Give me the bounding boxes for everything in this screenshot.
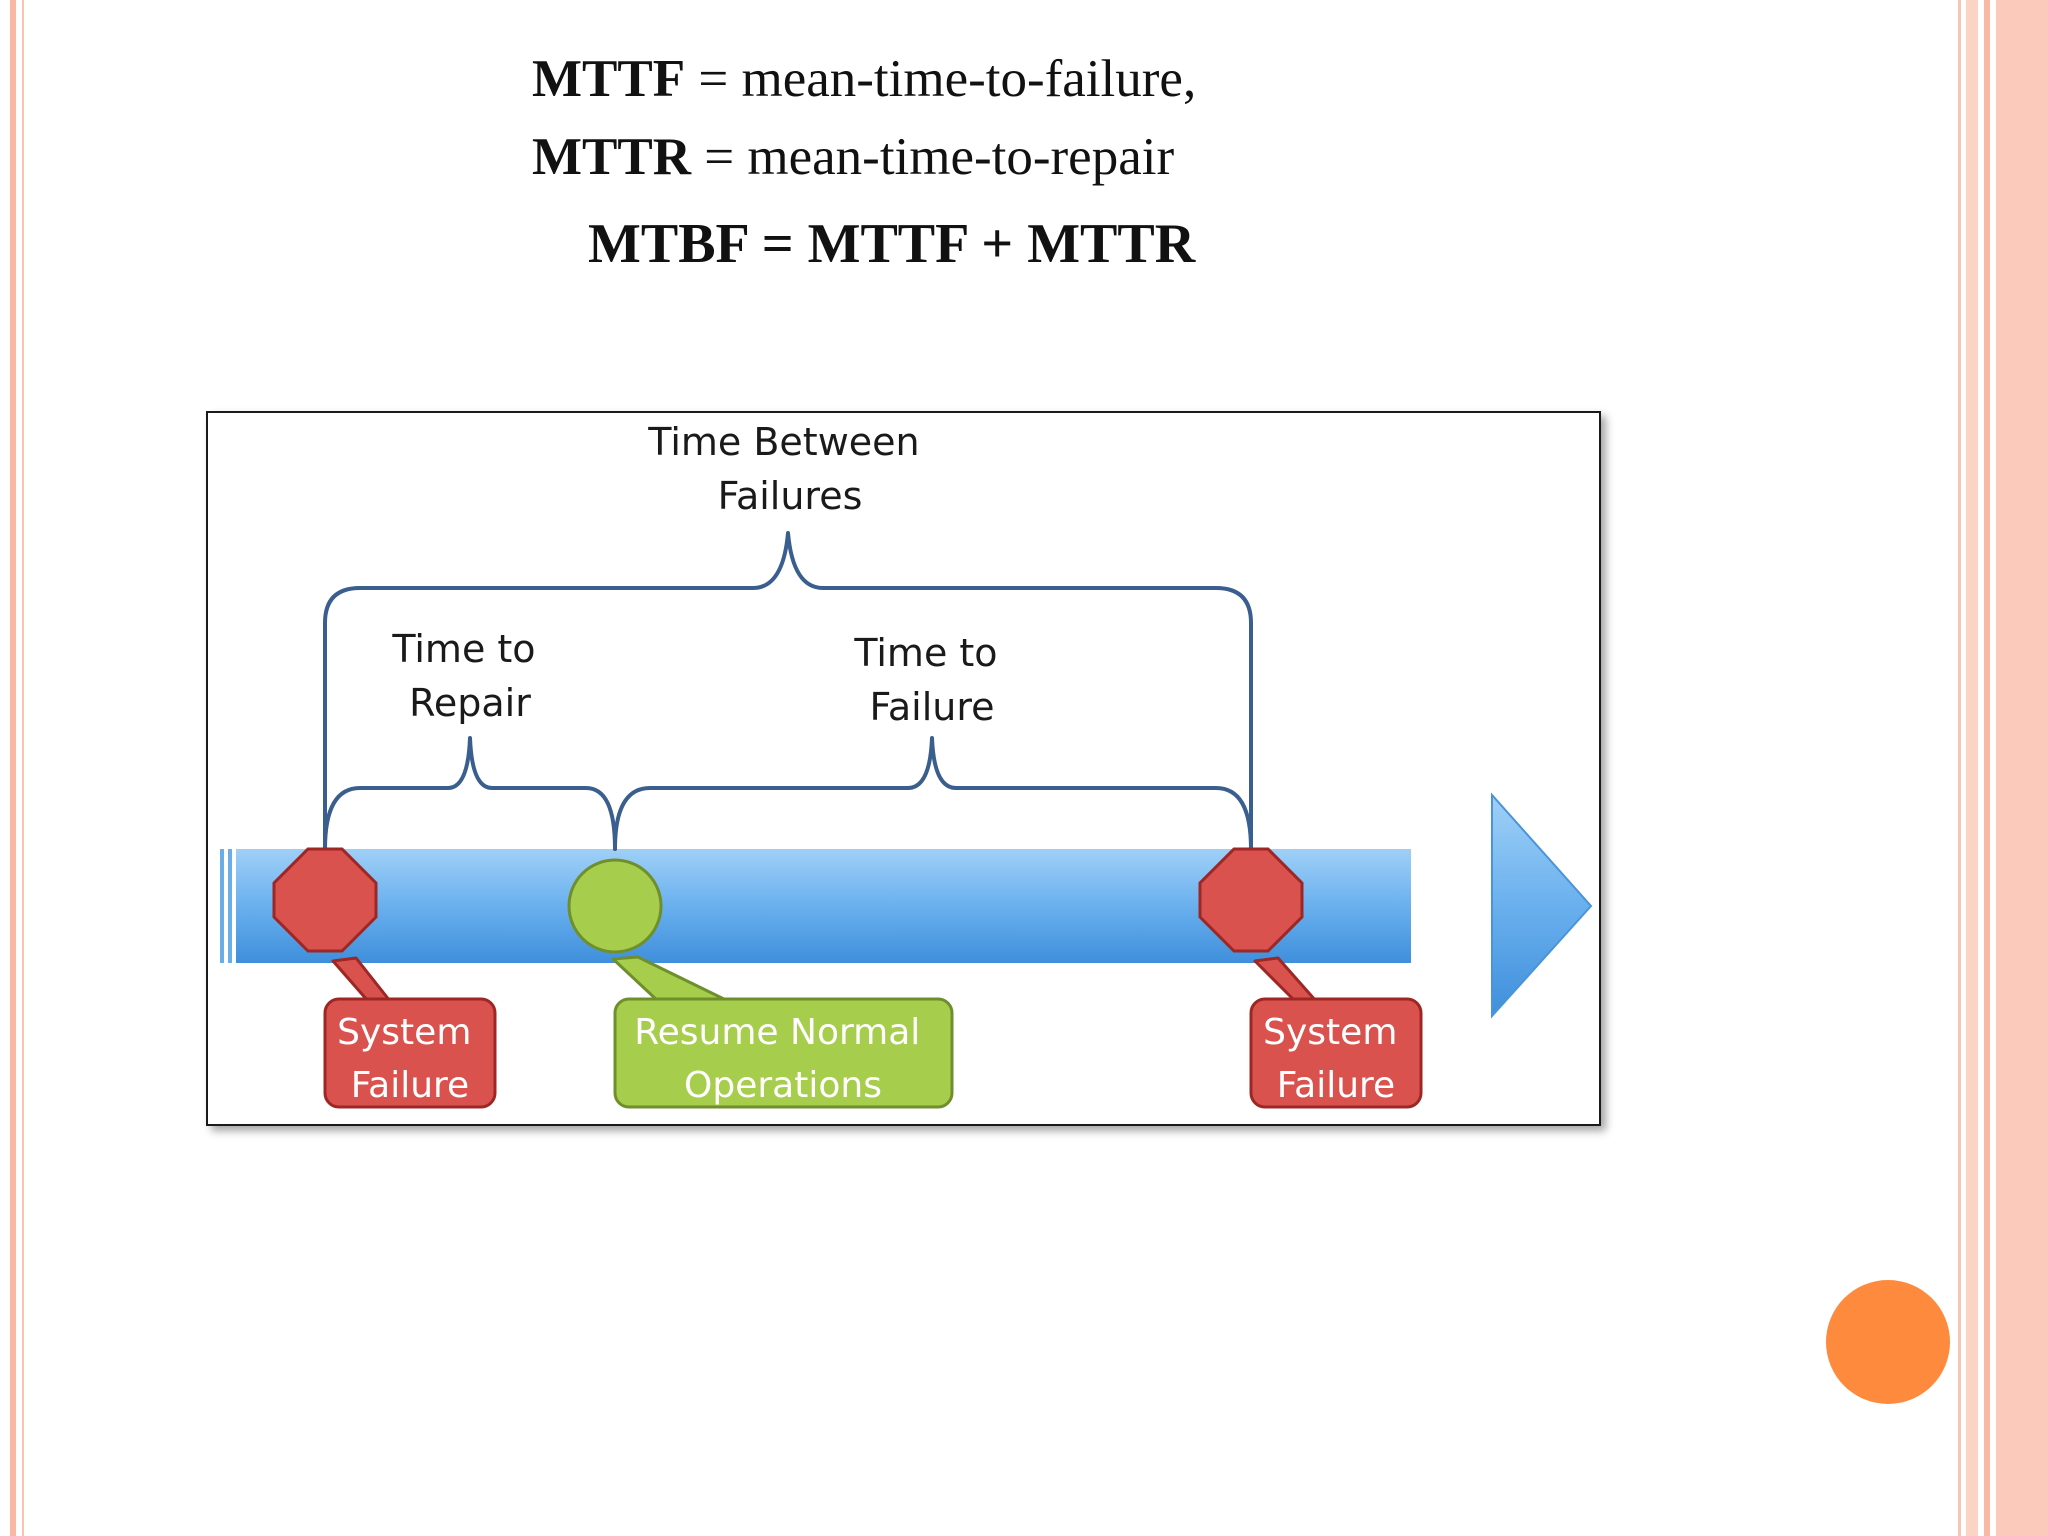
resume-callout-pointer [611, 955, 730, 1003]
resume-callout-line-1: Resume Normal [634, 1012, 920, 1053]
definitions-block: MTTF = mean-time-to-failure, MTTR = mean… [532, 40, 1196, 196]
time-between-failures-bracket [323, 531, 1253, 851]
mttr-definition: MTTR = mean-time-to-repair [532, 118, 1196, 196]
mttf-term: MTTF [532, 50, 686, 108]
time-to-repair-label: Time to Repair [391, 627, 547, 725]
right-border-stripe [1984, 0, 1990, 1536]
mtbf-diagram: Time Between Failures Time to Repair Tim… [206, 411, 1601, 1126]
time-to-repair-line-2: Repair [409, 681, 531, 725]
failure-callout-left-line-2: Failure [351, 1065, 469, 1106]
resume-callout-line-2: Operations [684, 1065, 882, 1106]
time-to-failure-line-1: Time to [853, 631, 997, 675]
mttr-text: = mean-time-to-repair [691, 128, 1175, 186]
time-to-failure-bracket [613, 736, 1253, 851]
mttf-text: = mean-time-to-failure, [685, 50, 1197, 108]
left-border-line [22, 0, 24, 1536]
resume-callout-text: Resume Normal Operations [634, 1012, 931, 1106]
mttr-term: MTTR [532, 128, 691, 186]
resume-circle-icon [567, 858, 663, 954]
slide-accent-dot [1826, 1280, 1950, 1404]
time-between-failures-line-1: Time Between [647, 420, 919, 464]
mtbf-formula: MTBF = MTTF + MTTR [588, 213, 1196, 275]
right-border-edge [1996, 0, 2048, 1536]
failure-callout-left-box [323, 997, 497, 1109]
time-to-failure-label: Time to Failure [853, 631, 1009, 729]
left-border-stripe [10, 0, 16, 1536]
time-to-failure-line-2: Failure [869, 685, 994, 729]
time-between-failures-label: Time Between Failures [647, 420, 931, 518]
failure-callout-left-line-1: System [337, 1012, 471, 1053]
failure-callout-right-pointer [1253, 956, 1318, 1003]
resume-callout-box [613, 997, 954, 1109]
failure-callout-right-line-2: Failure [1277, 1065, 1395, 1106]
mttf-definition: MTTF = mean-time-to-failure, [532, 40, 1196, 118]
time-between-failures-line-2: Failures [718, 474, 863, 518]
time-to-repair-line-1: Time to [391, 627, 535, 671]
failure-callout-right-box [1249, 997, 1423, 1109]
failure-callout-right-text: System Failure [1263, 1012, 1409, 1106]
failure-callout-right-line-1: System [1263, 1012, 1397, 1053]
right-border-line [1958, 0, 1961, 1536]
right-border-band [1966, 0, 1978, 1536]
failure-callout-left-text: System Failure [337, 1012, 483, 1106]
failure-right-octagon-icon [1198, 847, 1304, 953]
time-to-repair-bracket [323, 736, 617, 851]
timeline-arrow-icon [220, 792, 1593, 1019]
failure-callout-left-pointer [331, 956, 392, 1003]
failure-left-octagon-icon [272, 847, 378, 953]
